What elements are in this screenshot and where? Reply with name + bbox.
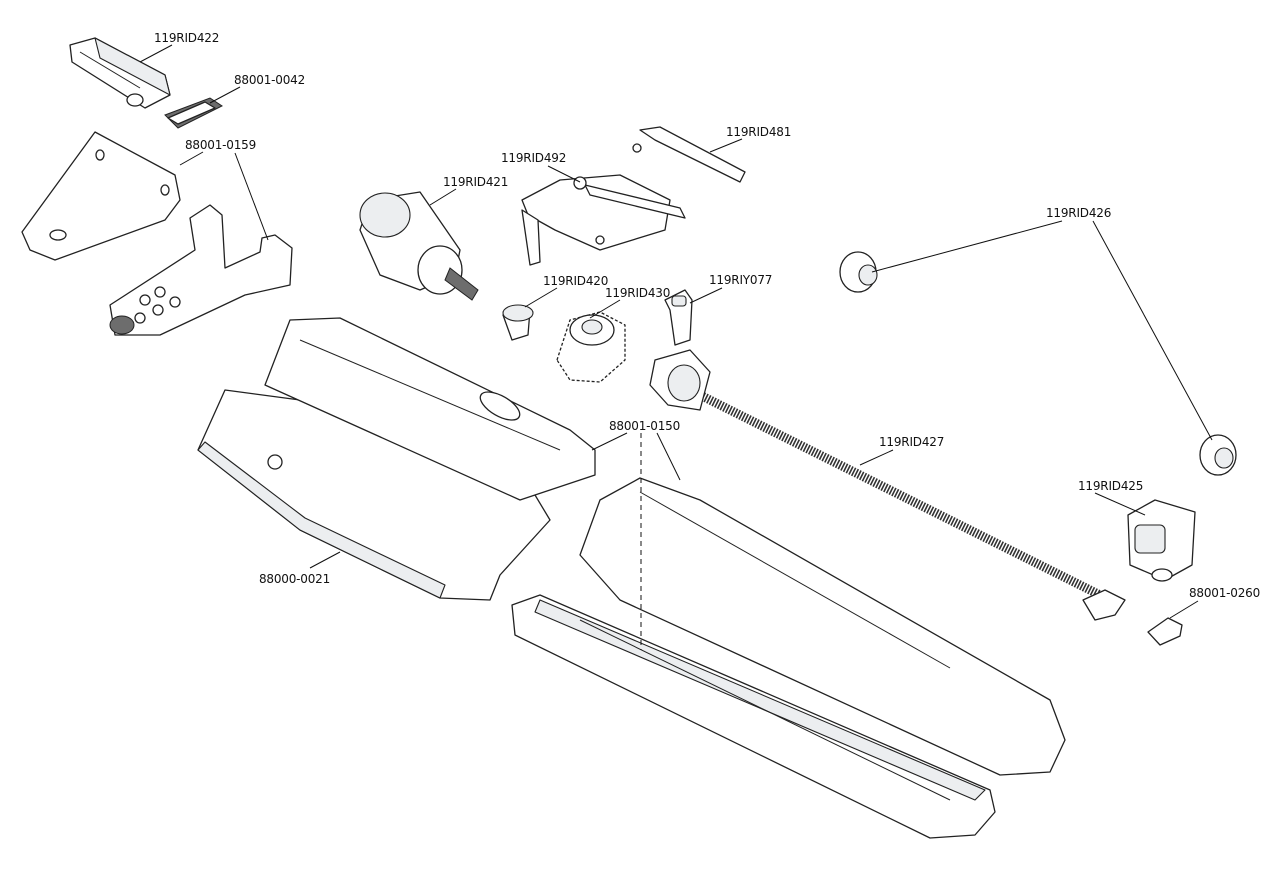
label-88001-0042: 88001-0042 bbox=[234, 73, 306, 87]
part-119RID481-drawing bbox=[632, 126, 746, 183]
label-119RID425: 119RID425 bbox=[1078, 479, 1144, 493]
label-119RIY077: 119RIY077 bbox=[709, 273, 773, 287]
label-119RID481: 119RID481 bbox=[726, 125, 792, 139]
part-119RID425-drawing bbox=[1127, 499, 1196, 582]
part-88001-0260-drawing bbox=[1147, 617, 1183, 646]
part-88001-0150-drawing bbox=[511, 477, 1066, 839]
part-119RID420-drawing bbox=[502, 304, 534, 341]
part-119RIY077-drawing bbox=[664, 289, 693, 346]
part-88001-0042-drawing bbox=[164, 97, 223, 129]
part-119RID421-drawing bbox=[359, 191, 479, 301]
label-119RID422: 119RID422 bbox=[154, 31, 220, 45]
label-88001-0150: 88001-0150 bbox=[609, 419, 681, 433]
part-88000-0021-drawing bbox=[197, 317, 596, 601]
part-88001-0159-drawing bbox=[21, 131, 293, 336]
label-88000-0021: 88000-0021 bbox=[259, 572, 331, 586]
part-119RID427-drawing bbox=[649, 349, 1126, 621]
part-119RID422-drawing bbox=[69, 37, 171, 109]
part-119RID426-drawing bbox=[839, 251, 1237, 476]
leader-lines bbox=[139, 44, 1213, 650]
part-119RID492-drawing bbox=[521, 174, 686, 266]
label-88001-0159: 88001-0159 bbox=[185, 138, 257, 152]
label-119RID492: 119RID492 bbox=[501, 151, 567, 165]
label-119RID427: 119RID427 bbox=[879, 435, 945, 449]
label-88001-0260: 88001-0260 bbox=[1189, 586, 1261, 600]
part-119RID430-drawing bbox=[556, 311, 626, 383]
label-119RID421: 119RID421 bbox=[443, 175, 509, 189]
label-119RID426: 119RID426 bbox=[1046, 206, 1112, 220]
label-119RID430: 119RID430 bbox=[605, 286, 671, 300]
label-119RID420: 119RID420 bbox=[543, 274, 609, 288]
